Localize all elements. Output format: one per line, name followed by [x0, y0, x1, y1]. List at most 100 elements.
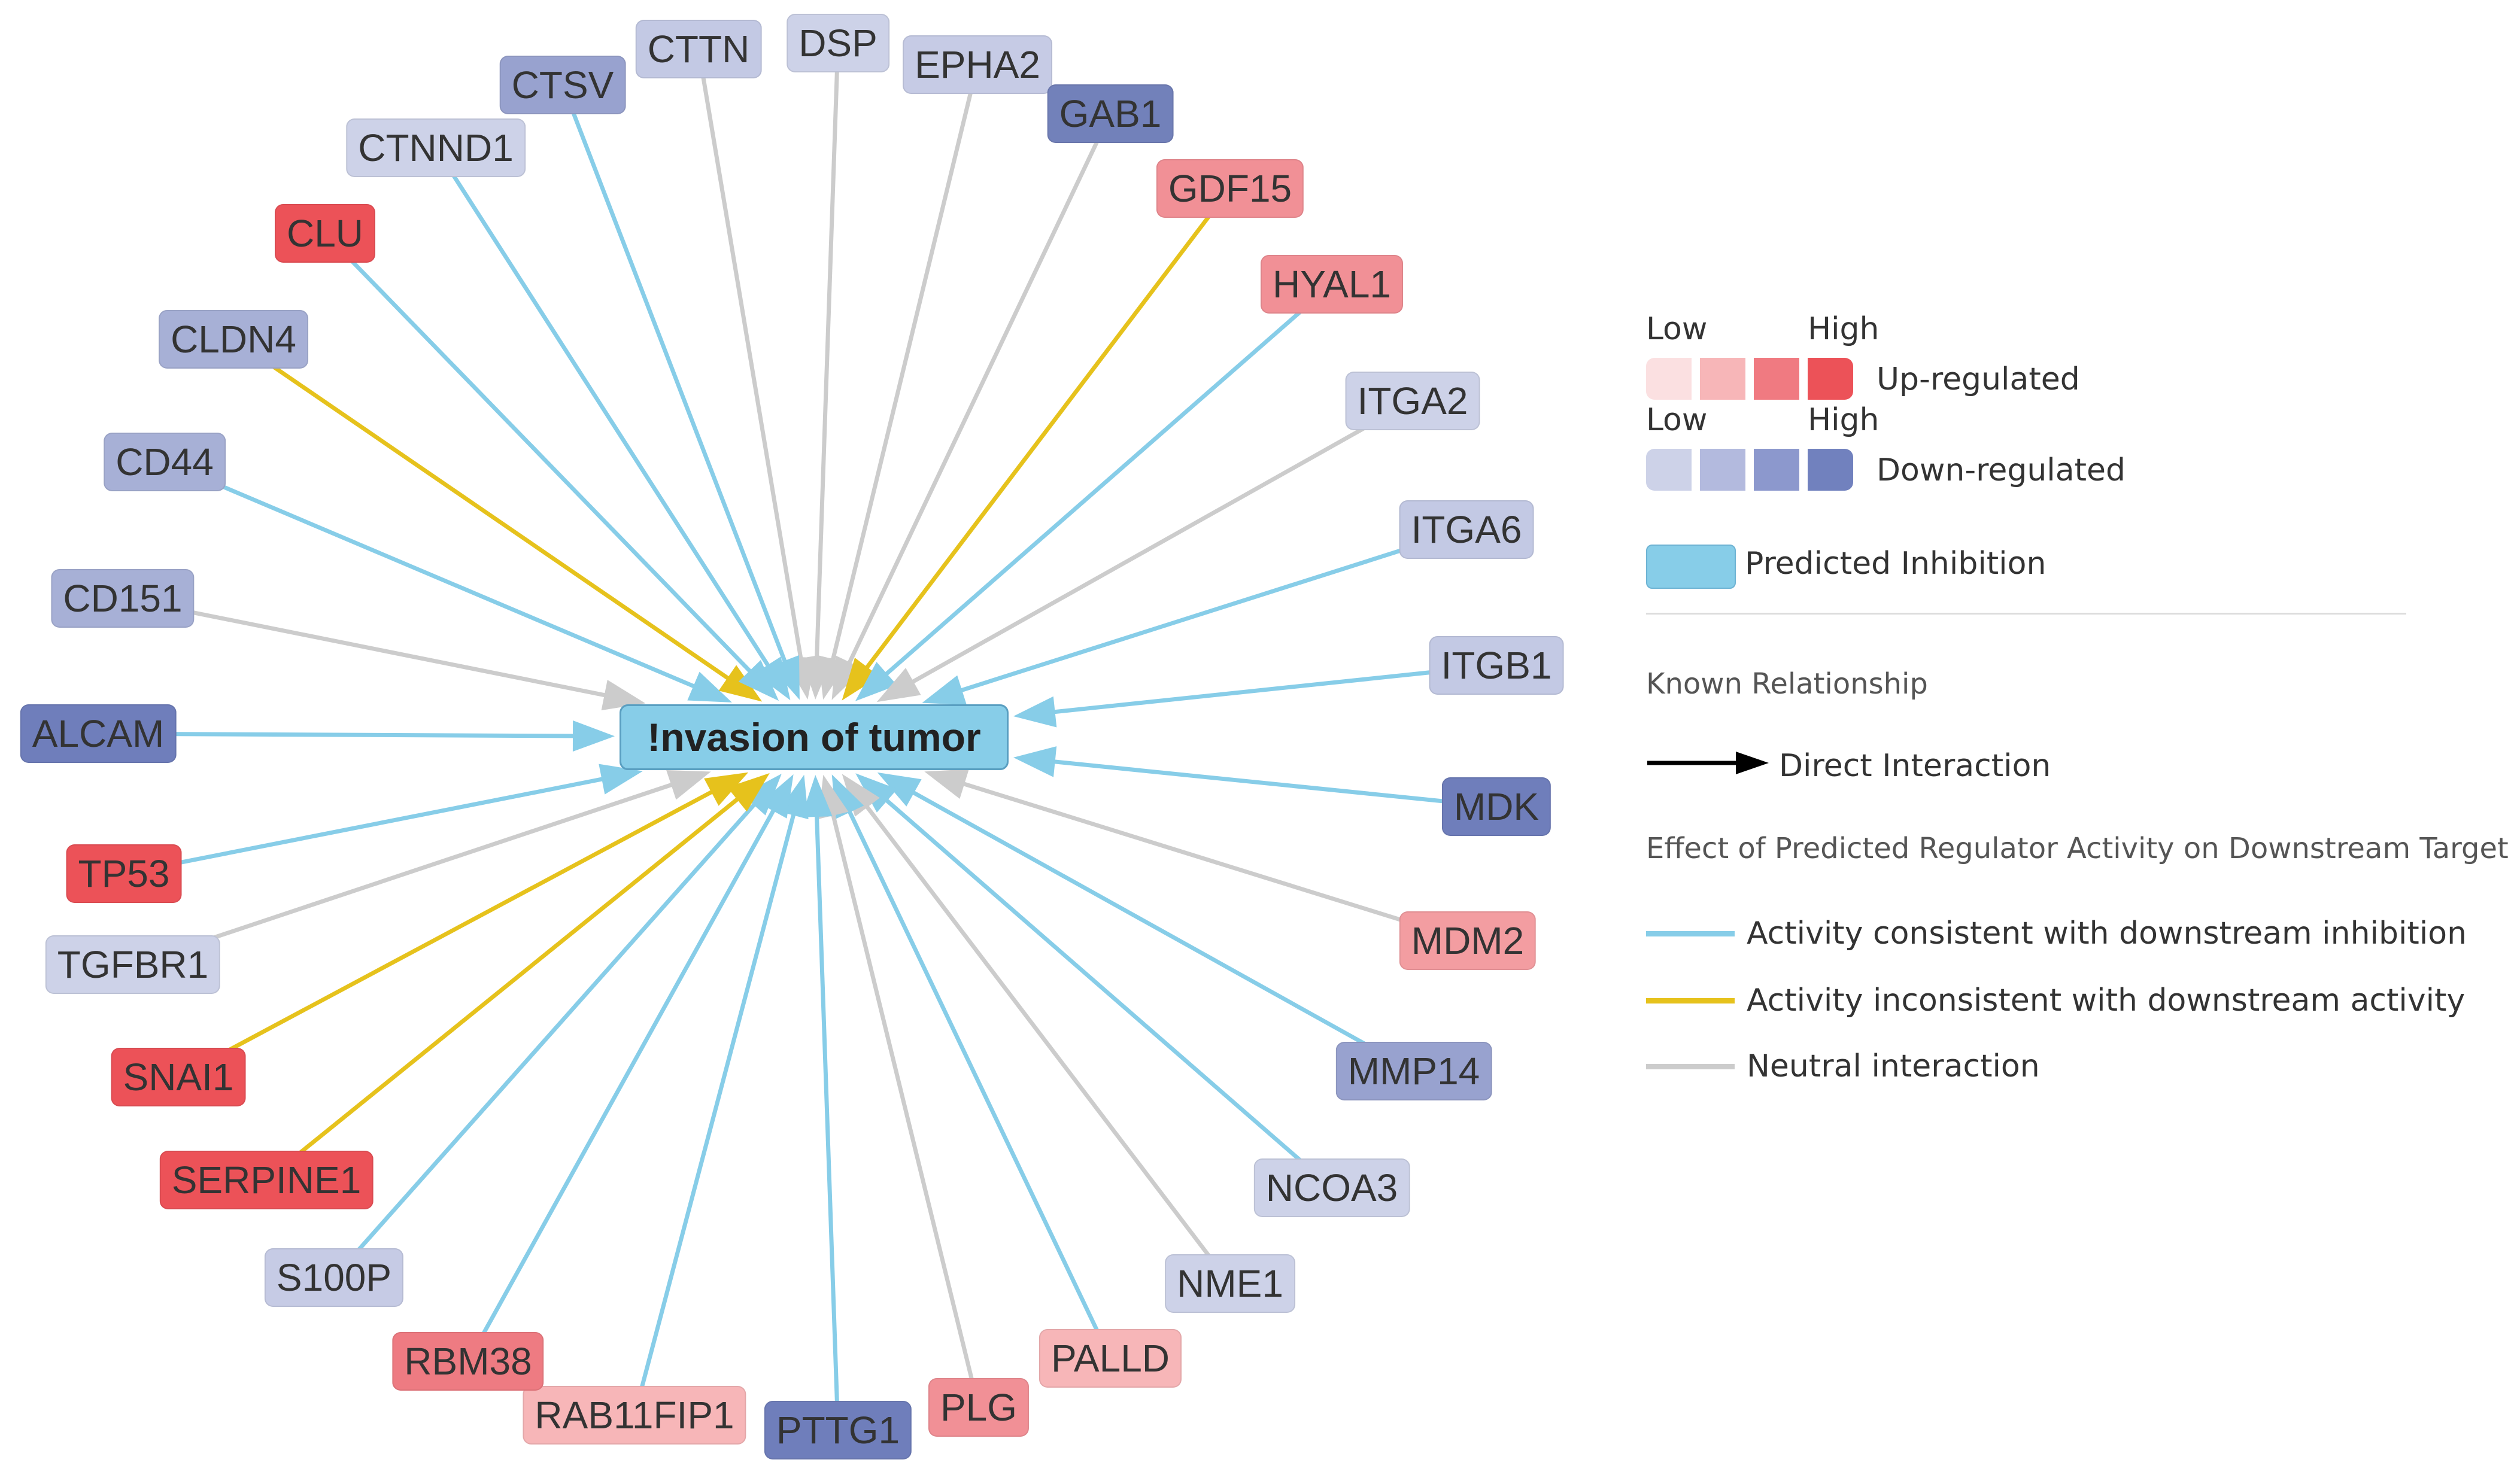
- node-tgfbr1[interactable]: TGFBR1: [45, 935, 221, 994]
- node-plg[interactable]: PLG: [928, 1378, 1030, 1437]
- edge-cd151: [122, 596, 628, 702]
- node-itgb1[interactable]: ITGB1: [1429, 636, 1564, 695]
- node-serpine1[interactable]: SERPINE1: [159, 1151, 374, 1209]
- edge-gab1: [837, 112, 1113, 685]
- down-swatch-3: [1754, 449, 1799, 491]
- legend-neutral-label: Neutral interaction: [1747, 1048, 2040, 1084]
- edge-ctnnd1: [434, 147, 783, 686]
- edge-cldn4: [232, 337, 749, 694]
- node-hyal1[interactable]: HYAL1: [1260, 255, 1404, 314]
- edge-itga2: [891, 399, 1414, 695]
- arrowhead-tgfbr1: [666, 770, 711, 800]
- arrowhead-snai1: [704, 772, 749, 806]
- node-nme1[interactable]: NME1: [1165, 1254, 1295, 1313]
- legend-up-low: Low: [1646, 311, 1708, 347]
- arrowhead-serpine1: [727, 773, 770, 812]
- arrowhead-s100p: [742, 774, 782, 816]
- node-ctnnd1[interactable]: CTNND1: [346, 118, 526, 177]
- node-alcam[interactable]: ALCAM: [20, 704, 177, 763]
- arrowhead-nme1: [842, 774, 880, 817]
- node-tp53[interactable]: TP53: [66, 844, 182, 903]
- node-mdk[interactable]: MDK: [1441, 777, 1551, 836]
- node-cd151[interactable]: CD151: [51, 569, 195, 628]
- neutral-line-sample: [1646, 1064, 1735, 1069]
- legend-down-label: Down-regulated: [1877, 452, 2126, 488]
- node-itga6[interactable]: ITGA6: [1399, 500, 1534, 559]
- node-cldn4[interactable]: CLDN4: [159, 310, 308, 369]
- node-rab11fip1[interactable]: RAB11FIP1: [523, 1386, 746, 1445]
- node-ncoa3[interactable]: NCOA3: [1253, 1158, 1410, 1217]
- legend-divider: [1646, 613, 2406, 615]
- legend-inconsistent-label: Activity inconsistent with downstream ac…: [1747, 983, 2466, 1018]
- edge-dsp: [813, 42, 840, 682]
- legend-up-high: High: [1808, 311, 1880, 347]
- arrowhead-pttg1: [801, 775, 833, 817]
- arrowhead-cd44: [687, 671, 732, 703]
- node-cd44[interactable]: CD44: [104, 433, 226, 491]
- down-swatch-4: [1808, 449, 1853, 491]
- up-swatch-4: [1808, 358, 1853, 400]
- arrowhead-mdk: [1013, 746, 1057, 777]
- edge-epha2: [825, 64, 980, 683]
- arrowhead-clu: [738, 659, 779, 701]
- node-palld[interactable]: PALLD: [1039, 1329, 1182, 1388]
- inconsistent-line-sample: [1646, 998, 1735, 1003]
- edge-tgfbr1: [132, 775, 695, 967]
- arrowhead-alcam: [572, 720, 615, 752]
- edge-mmp14: [892, 779, 1415, 1074]
- predicted-inhibition-swatch: [1646, 545, 1736, 589]
- arrowhead-cd151: [601, 680, 646, 711]
- up-swatch-1: [1646, 358, 1692, 400]
- edge-hyal1: [867, 282, 1334, 691]
- arrowhead-hyal1: [855, 662, 897, 701]
- node-clu[interactable]: CLU: [274, 204, 376, 263]
- center-node[interactable]: !nvasion of tumor: [620, 704, 1009, 770]
- arrowhead-gdf15: [842, 658, 880, 701]
- edge-itgb1: [1031, 663, 1497, 717]
- legend-known-title: Known Relationship: [1646, 667, 1928, 701]
- node-mdm2[interactable]: MDM2: [1399, 911, 1537, 970]
- node-rbm38[interactable]: RBM38: [392, 1332, 544, 1391]
- edge-ctsv: [560, 84, 795, 684]
- arrowhead-itga6: [922, 675, 967, 705]
- legend-up-label: Up-regulated: [1877, 361, 2080, 397]
- edge-mdm2: [940, 774, 1469, 943]
- edge-tp53: [123, 772, 626, 876]
- node-epha2[interactable]: EPHA2: [903, 35, 1052, 94]
- node-dsp[interactable]: DSP: [787, 14, 889, 72]
- down-swatch-1: [1646, 449, 1692, 491]
- edge-gdf15: [851, 187, 1232, 688]
- legend-down-low: Low: [1646, 402, 1708, 438]
- node-gdf15[interactable]: GDF15: [1156, 159, 1304, 218]
- arrowhead-itgb1: [1013, 696, 1057, 728]
- arrowhead-mmp14: [877, 772, 922, 807]
- node-ctsv[interactable]: CTSV: [499, 56, 626, 114]
- node-cttn[interactable]: CTTN: [635, 20, 762, 78]
- node-itga2[interactable]: ITGA2: [1345, 372, 1480, 430]
- node-s100p[interactable]: S100P: [264, 1248, 404, 1307]
- legend-direct-label: Direct Interaction: [1779, 748, 2051, 784]
- legend-consistent-label: Activity consistent with downstream inhi…: [1747, 916, 2467, 951]
- edge-nme1: [851, 787, 1232, 1285]
- node-pttg1[interactable]: PTTG1: [764, 1401, 912, 1459]
- node-mmp14[interactable]: MMP14: [1335, 1042, 1492, 1100]
- edge-snai1: [177, 779, 734, 1079]
- arrowhead-cldn4: [718, 665, 763, 702]
- edge-alcam: [98, 731, 597, 738]
- consistent-line-sample: [1646, 931, 1735, 936]
- legend-down-high: High: [1808, 402, 1880, 438]
- edge-itga6: [938, 527, 1468, 700]
- node-snai1[interactable]: SNAI1: [111, 1048, 246, 1106]
- edge-clu: [323, 232, 768, 690]
- arrowhead-mdm2: [924, 769, 969, 799]
- arrowhead-ctsv: [770, 655, 800, 700]
- down-swatch-2: [1700, 449, 1745, 491]
- edge-ncoa3: [867, 783, 1334, 1190]
- edge-rbm38: [466, 789, 787, 1363]
- node-gab1[interactable]: GAB1: [1047, 84, 1174, 143]
- up-swatch-2: [1700, 358, 1745, 400]
- arrowhead-itga2: [876, 668, 921, 703]
- up-swatch-3: [1754, 358, 1799, 400]
